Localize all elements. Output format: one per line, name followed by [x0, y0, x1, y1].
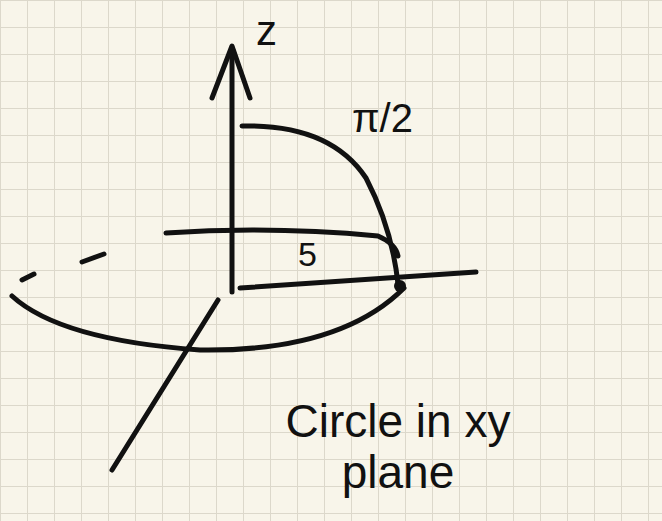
- axis-label: z: [256, 8, 277, 54]
- radius-label: 5: [298, 236, 317, 273]
- note: Circle in xy plane: [228, 396, 568, 497]
- z-axis: [230, 48, 235, 292]
- y-axis: [240, 272, 476, 288]
- dash: [22, 274, 34, 280]
- arrowhead: [212, 46, 250, 98]
- circle-front: [12, 288, 404, 350]
- circle-back: [166, 230, 398, 256]
- point: [394, 280, 406, 292]
- angle-label: π/2: [352, 96, 413, 140]
- dash: [82, 254, 104, 262]
- x-axis: [112, 300, 218, 470]
- quarter-arc: [242, 126, 398, 284]
